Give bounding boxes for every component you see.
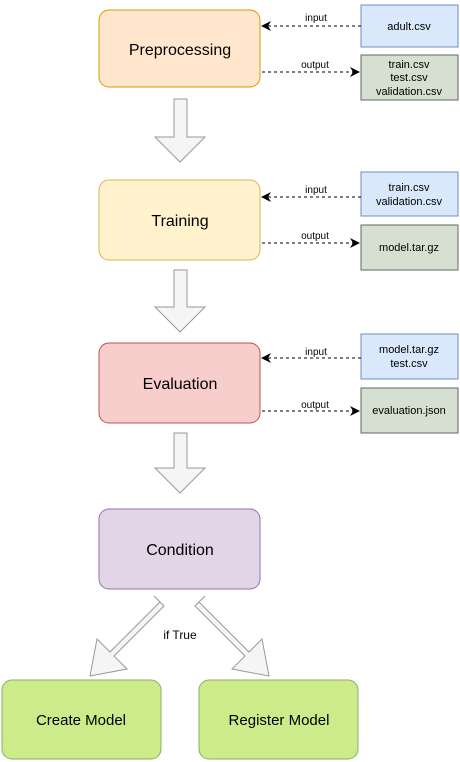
stage-preprocessing-box[interactable] bbox=[98, 9, 261, 88]
pre-output-file-1: train.csv bbox=[389, 59, 430, 71]
eval-output-file-box bbox=[360, 387, 459, 434]
flow-arrow-pre-to-train bbox=[153, 98, 207, 163]
train-input-edge-label: input bbox=[305, 185, 327, 196]
outcome-register-model-label: Register Model bbox=[229, 712, 330, 729]
flow-arrow-eval-to-condition bbox=[153, 432, 207, 494]
pre-output-file-2: test.csv bbox=[390, 72, 428, 84]
pre-input-edge-label: input bbox=[305, 13, 327, 24]
pre-output-edge-label: output bbox=[301, 60, 329, 71]
stage-training-label: Training bbox=[151, 213, 208, 230]
eval-input-edge-label: input bbox=[305, 347, 327, 358]
stage-training-box[interactable] bbox=[98, 179, 261, 261]
eval-output-edge-label: output bbox=[301, 400, 329, 411]
stage-preprocessing-label: Preprocessing bbox=[129, 42, 231, 59]
branch-label: if True bbox=[163, 628, 197, 642]
train-input-files-box bbox=[360, 171, 459, 217]
pre-input-file: adult.csv bbox=[387, 21, 431, 33]
flow-arrow-condition-to-create bbox=[89, 595, 165, 677]
outcome-create-model-label: Create Model bbox=[36, 712, 126, 729]
flow-arrow-condition-to-register bbox=[194, 595, 270, 677]
pre-output-files-box bbox=[360, 54, 459, 101]
stage-condition-label: Condition bbox=[146, 542, 214, 559]
train-output-file: model.tar.gz bbox=[379, 242, 439, 254]
outcome-register-model-box[interactable] bbox=[198, 679, 359, 760]
stage-evaluation-box[interactable] bbox=[98, 342, 261, 424]
train-output-edge-label: output bbox=[301, 231, 329, 242]
stage-evaluation-label: Evaluation bbox=[143, 376, 218, 393]
train-output-file-box bbox=[360, 224, 459, 271]
eval-input-file-1: model.tar.gz bbox=[379, 344, 439, 356]
eval-output-file: evaluation.json bbox=[372, 405, 445, 417]
flow-arrow-train-to-eval bbox=[153, 269, 207, 333]
pre-input-file-box bbox=[360, 4, 459, 48]
train-input-file-1: train.csv bbox=[389, 182, 430, 194]
eval-input-files-box bbox=[360, 333, 459, 380]
train-input-file-2: validation.csv bbox=[376, 196, 443, 208]
outcome-create-model-box[interactable] bbox=[1, 679, 162, 760]
pre-output-file-3: validation.csv bbox=[376, 86, 443, 98]
eval-input-file-2: test.csv bbox=[390, 358, 428, 370]
stage-condition-box[interactable] bbox=[98, 508, 261, 590]
